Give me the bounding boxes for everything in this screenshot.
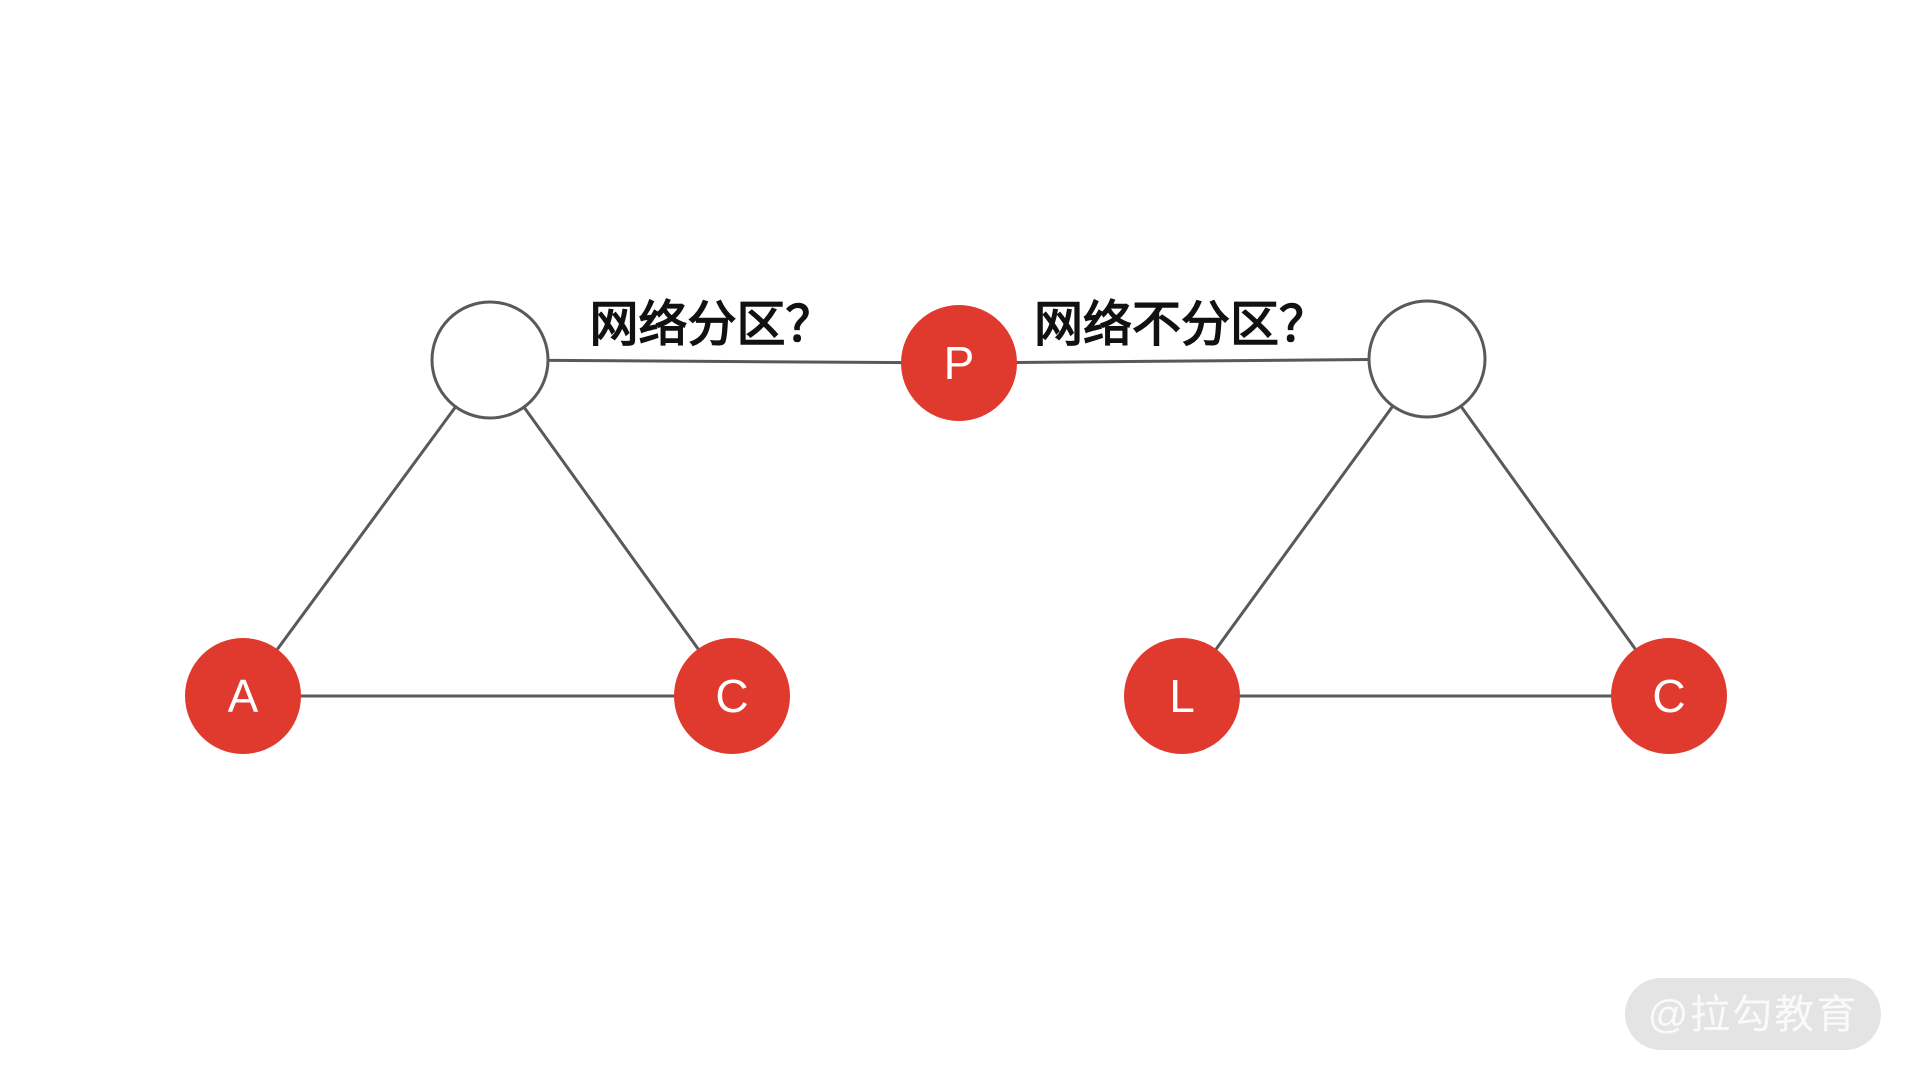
watermark-label: @拉勾教育 bbox=[1648, 993, 1859, 1037]
node-l: L bbox=[1124, 638, 1240, 754]
node-left-c-label: C bbox=[715, 670, 748, 722]
edge-lefttop-c bbox=[488, 359, 734, 697]
watermark-pill bbox=[1625, 978, 1881, 1050]
node-left-c-circle bbox=[674, 638, 790, 754]
node-p-circle bbox=[901, 305, 1017, 421]
edge-lefttop-p bbox=[489, 358, 960, 365]
node-left-top-circle bbox=[430, 300, 550, 420]
watermark: @拉勾教育 bbox=[1625, 978, 1881, 1050]
edge-righttop-l bbox=[1180, 358, 1429, 697]
network-partition-label: 网络分区？ bbox=[589, 297, 834, 352]
node-p-label: P bbox=[944, 337, 975, 389]
node-l-label: L bbox=[1169, 670, 1195, 722]
node-right-c-label: C bbox=[1652, 670, 1685, 722]
edge-lefttop-a bbox=[241, 359, 492, 697]
node-a-label: A bbox=[228, 670, 259, 722]
network-no-partition-label: 网络不分区？ bbox=[1034, 297, 1328, 352]
node-right-top-circle bbox=[1367, 299, 1487, 419]
node-right-c: C bbox=[1611, 638, 1727, 754]
node-a: A bbox=[185, 638, 301, 754]
node-left-c: C bbox=[674, 638, 790, 754]
edge-group bbox=[241, 357, 1671, 698]
edge-righttop-c bbox=[1425, 358, 1671, 697]
edge-p-righttop bbox=[958, 357, 1428, 365]
node-right-c-circle bbox=[1611, 638, 1727, 754]
node-l-circle bbox=[1124, 638, 1240, 754]
node-a-circle bbox=[185, 638, 301, 754]
node-p: P bbox=[901, 305, 1017, 421]
